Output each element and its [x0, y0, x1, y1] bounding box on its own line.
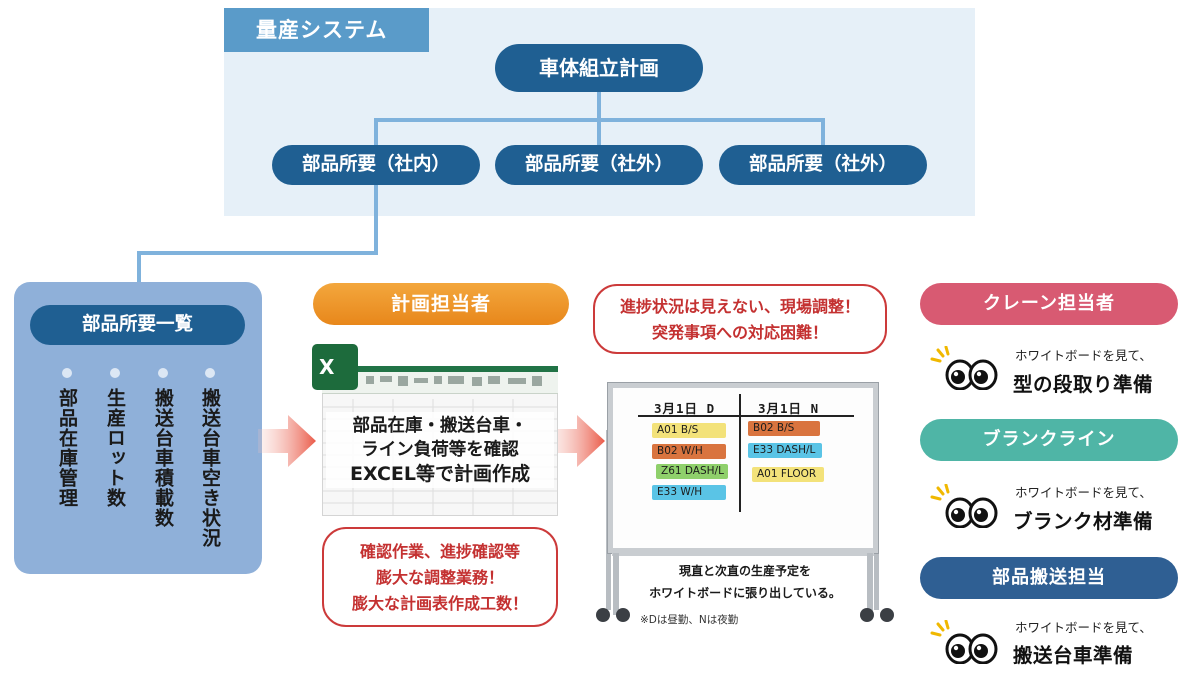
bullet-dot: [205, 368, 215, 378]
whiteboard-night-heading: 3月1日 N: [758, 401, 820, 416]
flow-arrow-icon: [258, 415, 316, 467]
excel-description-line: ライン負荷等を確認: [361, 440, 519, 460]
parts-list-item: 部品在庫管理: [56, 388, 78, 508]
whiteboard-leg: [867, 553, 873, 615]
callout-line: 膨大な調整業務！: [375, 568, 504, 587]
system-tag: 量産システム: [224, 8, 429, 52]
parts-requirement-internal-node: 部品所要（社内）: [272, 145, 480, 185]
role-blank-sub: ホワイトボードを見て、: [1015, 485, 1152, 500]
callout-line: 進捗状況は見えない、現場調整！: [619, 297, 860, 316]
whiteboard: [608, 383, 878, 553]
spreadsheet-ribbon: [322, 366, 558, 394]
caption-line: 現直と次直の生産予定を: [678, 564, 811, 578]
googly-eyes-icon: [930, 620, 998, 664]
planner-problem-callout: 確認作業、進捗確認等 膨大な調整業務！ 膨大な計画表作成工数！: [322, 527, 558, 627]
whiteboard-footnote: ※Dは昼勤、Nは夜勤: [640, 614, 739, 626]
body-assembly-plan-node: 車体組立計画: [495, 44, 703, 92]
googly-eyes-icon: [930, 346, 998, 390]
role-parts-transport-title: 部品搬送担当: [920, 557, 1178, 599]
role-blank-line-title: ブランクライン: [920, 419, 1178, 461]
whiteboard-tray: [612, 548, 874, 556]
schedule-tag: B02 B/S: [748, 421, 820, 436]
role-parts-sub: ホワイトボードを見て、: [1015, 620, 1152, 635]
parts-list-item: 搬送台車空き状況: [199, 388, 221, 548]
whiteboard-wheel: [880, 608, 894, 622]
excel-description-line: 部品在庫・搬送台車・: [352, 416, 528, 436]
parts-list-title: 部品所要一覧: [30, 305, 245, 345]
whiteboard-wheel: [596, 608, 610, 622]
whiteboard-wheel: [860, 608, 874, 622]
schedule-tag: E33 W/H: [652, 485, 726, 500]
schedule-tag: A01 B/S: [652, 423, 726, 438]
role-crane-title: クレーン担当者: [920, 283, 1178, 325]
whiteboard-divider-line: [739, 394, 741, 512]
whiteboard-leg: [613, 553, 619, 615]
parts-requirement-external-node-2: 部品所要（社外）: [719, 145, 927, 185]
bullet-dot: [62, 368, 72, 378]
excel-description-line: EXCEL等で計画作成: [350, 463, 530, 485]
callout-line: 突発事項への対応困難！: [651, 323, 828, 342]
whiteboard-wheel: [616, 608, 630, 622]
schedule-tag: A01 FLOOR: [752, 467, 824, 482]
schedule-tag: E33 DASH/L: [748, 443, 822, 458]
excel-description: 部品在庫・搬送台車・ ライン負荷等を確認 EXCEL等で計画作成: [326, 412, 554, 488]
flow-arrow-icon: [547, 415, 605, 467]
role-parts-task: 搬送台車準備: [1013, 644, 1134, 667]
role-crane-task: 型の段取り準備: [1013, 373, 1154, 396]
whiteboard-caption: 現直と次直の生産予定を ホワイトボードに張り出している。: [610, 560, 880, 604]
schedule-tag: B02 W/H: [652, 444, 726, 459]
schedule-tag: Z61 DASH/L: [656, 464, 728, 479]
parts-list-item: 搬送台車積載数: [152, 388, 174, 528]
whiteboard-problem-callout: 進捗状況は見えない、現場調整！ 突発事項への対応困難！: [593, 284, 887, 354]
role-crane-sub: ホワイトボードを見て、: [1015, 348, 1152, 363]
bullet-dot: [110, 368, 120, 378]
parts-requirement-external-node: 部品所要（社外）: [495, 145, 703, 185]
whiteboard-day-heading: 3月1日 D: [654, 401, 716, 416]
planner-title: 計画担当者: [313, 283, 569, 325]
parts-list-item: 生産ロット数: [104, 388, 126, 508]
callout-line: 膨大な計画表作成工数！: [351, 594, 528, 613]
role-blank-task: ブランク材準備: [1013, 510, 1154, 533]
googly-eyes-icon: [930, 484, 998, 528]
whiteboard-header-line: [638, 415, 854, 417]
excel-icon: X: [312, 344, 358, 390]
caption-line: ホワイトボードに張り出している。: [649, 586, 841, 600]
bullet-dot: [158, 368, 168, 378]
callout-line: 確認作業、進捗確認等: [359, 542, 520, 561]
